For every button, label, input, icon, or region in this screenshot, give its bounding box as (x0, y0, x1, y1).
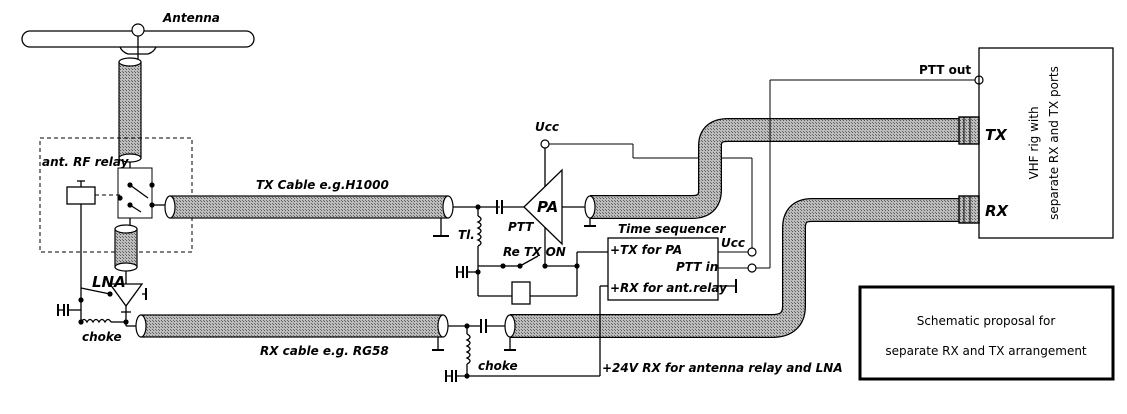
ptt-in-terminal (747, 263, 757, 273)
rig-label-line2: separate RX and TX ports (1047, 66, 1061, 220)
tx-for-pa-label: +TX for PA (610, 243, 682, 257)
ucc-right-terminal (747, 247, 757, 257)
rig-label-line1: VHF rig with (1027, 106, 1041, 179)
tx-cable (164, 195, 454, 219)
lna-label: LNA (92, 273, 126, 291)
rx-cable-label: RX cable e.g. RG58 (260, 344, 389, 358)
time-sequencer-box (607, 237, 719, 301)
rx-mid-network (432, 285, 608, 382)
lna-coax-stub (114, 224, 138, 272)
ant-rf-relay-label: ant. RF relay (42, 155, 130, 169)
re-tx-on-label: Re TX ON (503, 245, 566, 259)
lna-amplifier (80, 271, 147, 320)
antenna-label: Antenna (162, 11, 220, 25)
relay-coil (66, 180, 122, 288)
vhf-rig-box (978, 47, 1114, 239)
ucc-top-label: Ucc (535, 120, 559, 134)
tx-cable-label: TX Cable e.g.H1000 (256, 178, 389, 192)
rx-port-label: RX (985, 202, 1010, 220)
rx-cable (125, 314, 449, 338)
caption-box (858, 285, 1115, 381)
caption-line2: separate RX and TX arrangement (885, 344, 1087, 358)
tl-label: Tl. (458, 228, 475, 242)
antenna-feed-coax (118, 57, 142, 163)
tx-port-label: TX (985, 126, 1008, 144)
antenna (21, 23, 255, 60)
rx-for-ant-relay-label: +RX for ant.relay (610, 281, 728, 295)
tx-input-network (433, 200, 524, 296)
caption-line1: Schematic proposal for (917, 314, 1056, 328)
time-sequencer-label: Time sequencer (618, 222, 726, 236)
ptt-in-label: PTT in (676, 260, 718, 274)
pa-label: PA (537, 198, 558, 216)
rx-cable-to-rig (504, 195, 980, 351)
choke-left-label: choke (82, 330, 122, 344)
rig-label-group: VHF rig with separate RX and TX ports (1027, 66, 1061, 220)
ptt-out-label: PTT out (919, 63, 971, 77)
ucc-right-label: Ucc (721, 236, 745, 250)
left-choke-network (57, 288, 129, 325)
relay-contacts (117, 162, 165, 226)
ptt-label: PTT (508, 220, 534, 234)
choke-mid-label: choke (478, 359, 518, 373)
supply-24v-label: +24V RX for antenna relay and LNA (602, 361, 843, 375)
re-tx-on-relay (478, 251, 608, 305)
pa-amplifier (523, 139, 586, 266)
